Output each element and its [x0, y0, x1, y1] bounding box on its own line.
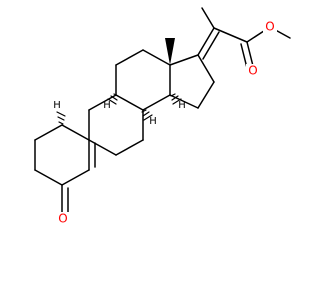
ring-b [88, 94, 144, 156]
bond-c20-c21 [201, 7, 215, 29]
hash-c9-h [107, 93, 119, 105]
stereo-bonds [56, 38, 182, 125]
h10-label: H [53, 100, 61, 111]
hash-c8-h [141, 109, 153, 121]
ring-a [34, 124, 96, 186]
molecule-diagram: O O O H H H H [34, 7, 291, 226]
bond-c3-c4 [61, 169, 90, 186]
h9-label: H [103, 100, 111, 111]
bond-c12-c13 [142, 49, 171, 66]
wedge-c13-methyl [165, 38, 175, 65]
bond-c16-c15 [197, 81, 215, 109]
bond-c11-c12 [115, 49, 144, 66]
bond-c6-c7 [115, 139, 144, 156]
side-chain [197, 7, 291, 69]
bond-c10-c1 [34, 124, 63, 141]
bond-c2-c3 [34, 169, 63, 186]
oxygen-ester-methoxy-label: O [265, 20, 274, 34]
h8-label: H [149, 116, 157, 127]
hash-c14-h [170, 93, 182, 105]
oxygen-ketone-label: O [58, 212, 67, 226]
bond-c17-c20-double-2 [202, 31, 220, 60]
ring-d [169, 54, 215, 109]
bond-c15-c14 [169, 94, 199, 109]
bond-c13-c17 [169, 54, 199, 66]
bond-c9-c10 [88, 94, 117, 111]
h14-label: H [178, 100, 186, 111]
bond-c22-o-ester-carbonyl-double-1 [246, 41, 254, 67]
bond-c20-c22 [213, 27, 248, 43]
bond-c17-c16 [197, 54, 215, 83]
ring-c [115, 49, 171, 111]
bond-c14-c8 [142, 94, 171, 111]
ketone [61, 184, 69, 213]
hash-c10-h [56, 111, 66, 125]
bond-c5-c10 [61, 124, 90, 141]
bond-c17-c20-double-1 [197, 27, 215, 56]
bond-c5-c6 [88, 139, 117, 156]
bond-c8-c9 [115, 94, 144, 111]
oxygen-ester-carbonyl-label: O [248, 64, 257, 78]
